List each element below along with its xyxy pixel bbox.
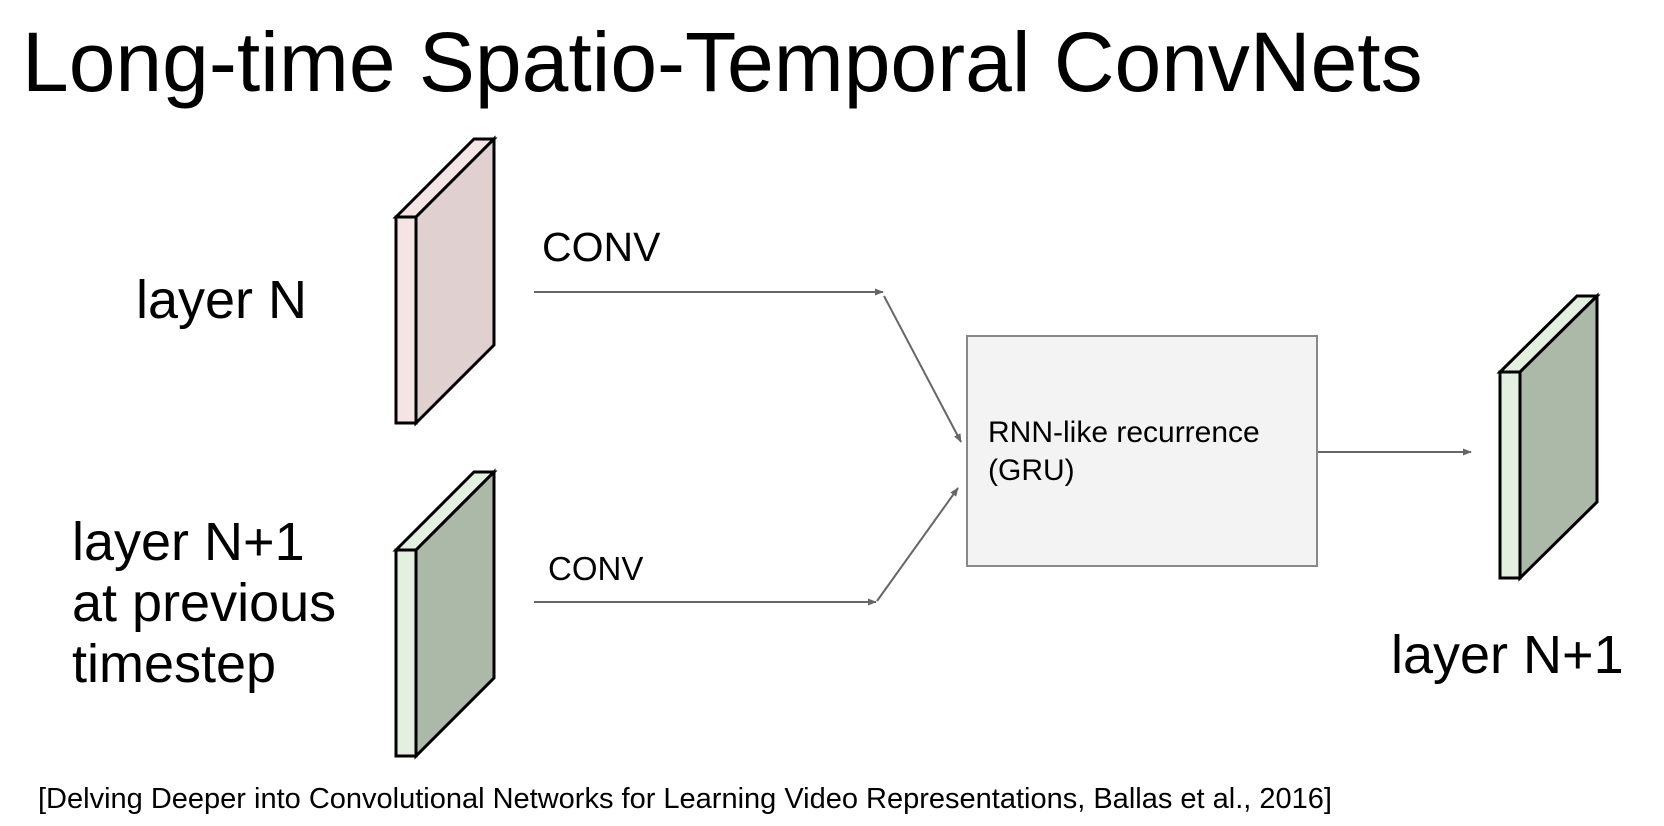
layer-n1-out-front-face [1498, 370, 1522, 580]
layer-n-label: layer N [136, 270, 308, 330]
layer-n1-prev-label-line3: timestep [72, 634, 277, 694]
layer-n-front-face [394, 215, 418, 425]
layer-n1-out-label: layer N+1 [1391, 625, 1624, 685]
layer-n1-prev-front-face [394, 548, 418, 758]
conv-bottom-label: CONV [548, 550, 644, 587]
rnn-box-label-line1: RNN-like recurrence [988, 416, 1260, 449]
layer-n1-prev-block [392, 468, 498, 760]
layer-n1-prev-side-face [414, 468, 496, 760]
layer-n1-prev-label-line2: at previous [72, 573, 337, 633]
layer-n1-out-block [1496, 292, 1601, 582]
layer-n1-out-side-face [1518, 292, 1599, 582]
citation: [Delving Deeper into Convolutional Netwo… [38, 783, 1332, 815]
rnn-box-label: RNN-like recurrence (GRU) [988, 414, 1260, 490]
layer-n-block [392, 135, 498, 427]
layer-n1-prev-label: layer N+1 at previous timestep [72, 512, 336, 695]
bottom-to-rnn-arrow [876, 487, 959, 602]
top-to-rnn-arrow [883, 295, 962, 443]
slide-title: Long-time Spatio-Temporal ConvNets [22, 15, 1423, 109]
conv-top-label: CONV [542, 224, 661, 270]
layer-n-side-face [414, 135, 496, 427]
rnn-box-label-line2: (GRU) [988, 454, 1075, 487]
layer-n1-prev-label-line1: layer N+1 [72, 512, 305, 572]
rnn-box [966, 335, 1318, 567]
